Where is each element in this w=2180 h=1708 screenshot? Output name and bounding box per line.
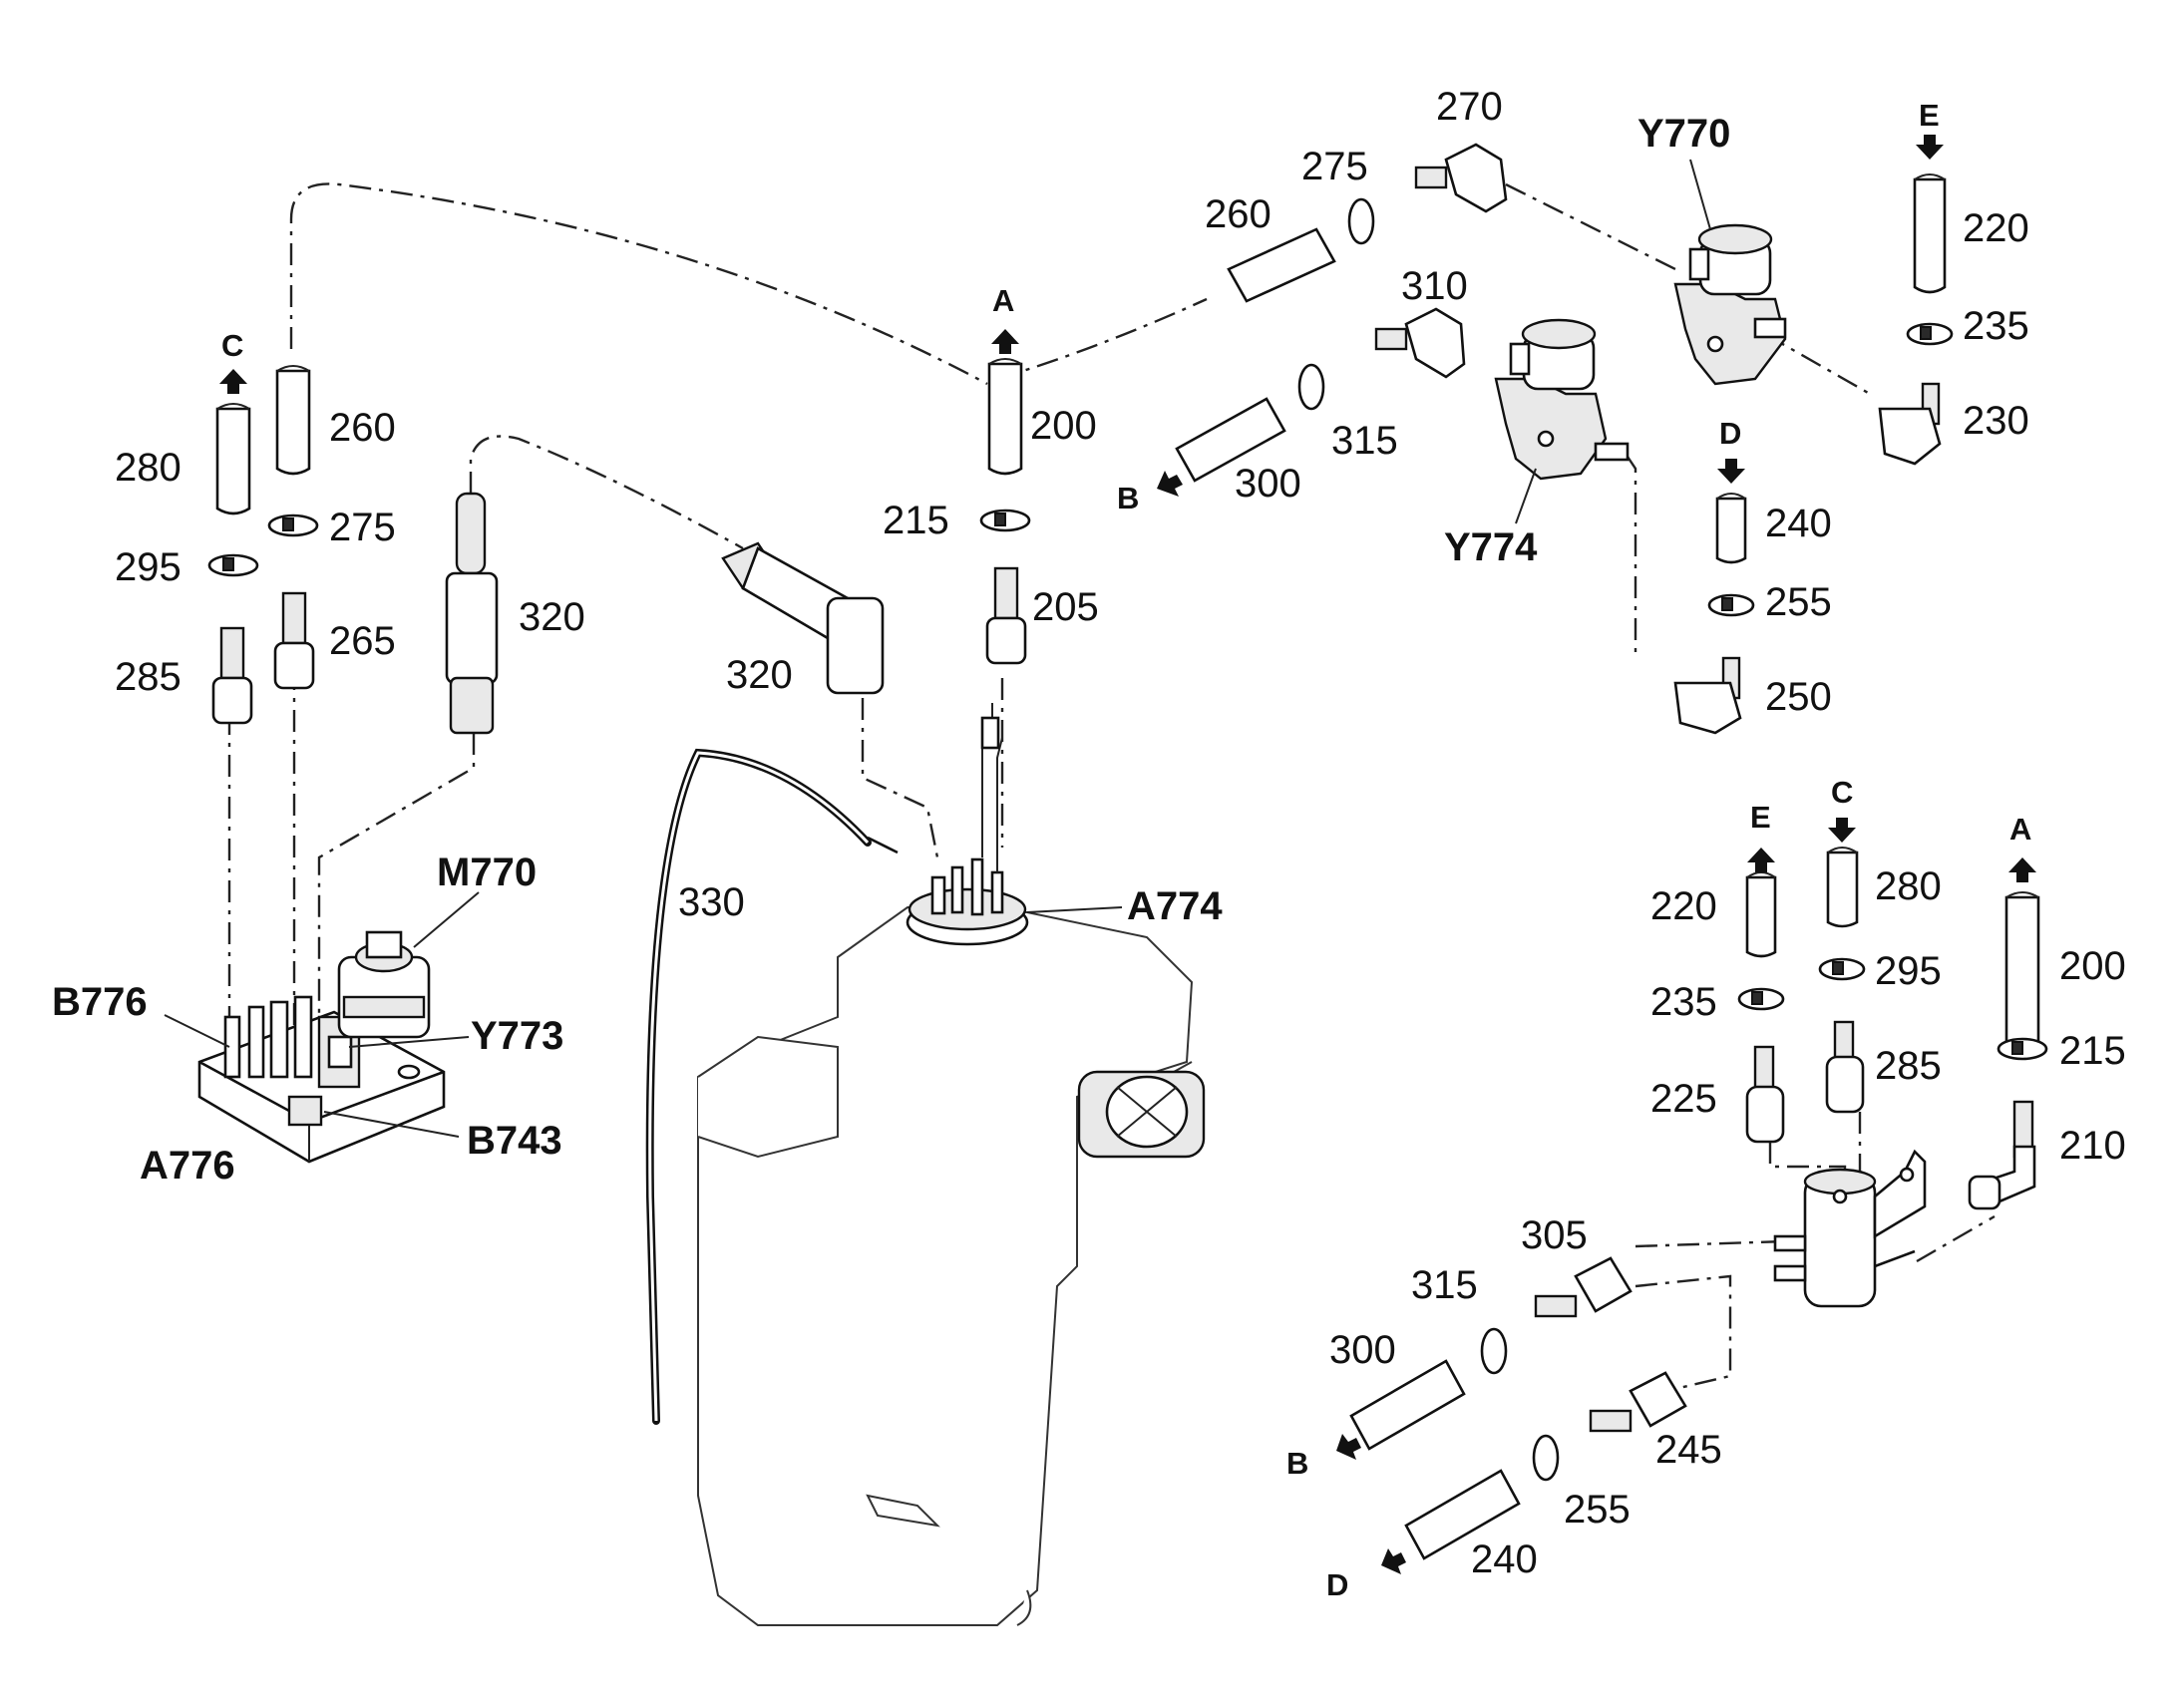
part-205: 205: [1032, 585, 1099, 629]
tank-window: [1077, 1070, 1206, 1159]
part-240-top: 240: [1765, 502, 1832, 545]
tank-cap-a774: [906, 703, 1029, 946]
part-275-left: 275: [329, 506, 396, 549]
arrow-up-a-top: [991, 329, 1019, 354]
part-220-right: 220: [1650, 884, 1717, 928]
labels: B776 A776 B743 Y773 M770 A774 Y770 Y774 …: [52, 85, 2126, 1602]
direction-arrows: [219, 135, 2036, 1574]
part-285-left: 285: [115, 655, 182, 699]
label-a774: A774: [1127, 884, 1223, 928]
distribution-block: [1773, 1149, 1927, 1308]
part-235-top: 235: [1963, 304, 2029, 348]
part-320-mid: 320: [726, 653, 793, 697]
arrow-up-c-left: [219, 369, 247, 394]
label-y774: Y774: [1444, 525, 1538, 569]
connector-c-right: C: [1831, 775, 1853, 810]
arrow-d-bottom: [1381, 1548, 1406, 1574]
connector-a-right: A: [2009, 812, 2031, 847]
connector-c-left: C: [221, 328, 243, 363]
tubes: [215, 173, 2040, 1560]
arrow-up-a-right: [2008, 857, 2036, 882]
part-330: 330: [678, 880, 745, 924]
part-315-bottom: 315: [1411, 1263, 1478, 1307]
water-tank: [697, 703, 1206, 1626]
fittings: [211, 143, 2036, 1433]
part-215-right: 215: [2059, 1029, 2126, 1073]
part-215-top: 215: [883, 499, 949, 542]
part-300-top: 300: [1235, 462, 1301, 506]
part-260-left: 260: [329, 406, 396, 450]
part-255-bottom: 255: [1564, 1488, 1631, 1532]
part-250: 250: [1765, 675, 1832, 719]
part-305: 305: [1521, 1213, 1588, 1257]
part-255-top: 255: [1765, 580, 1832, 624]
arrow-up-e-right: [1747, 848, 1775, 872]
label-y770: Y770: [1637, 112, 1730, 156]
part-285-right: 285: [1875, 1044, 1942, 1088]
part-280-right: 280: [1875, 864, 1942, 908]
pump-m770: [337, 930, 431, 1039]
part-300-bottom: 300: [1329, 1328, 1396, 1372]
part-265: 265: [329, 619, 396, 663]
part-225: 225: [1650, 1077, 1717, 1121]
leader-lines: [164, 159, 1711, 1138]
arrow-b-bottom: [1336, 1434, 1361, 1460]
solenoid-valve-y770: [1673, 223, 1787, 386]
label-a776: A776: [140, 1144, 235, 1188]
connector-d-top: D: [1719, 416, 1741, 451]
part-220-top: 220: [1963, 206, 2029, 250]
arrow-b-top: [1157, 471, 1183, 497]
part-315-top: 315: [1331, 419, 1398, 463]
arrow-down-c-right: [1828, 818, 1856, 843]
connection-lines: [227, 182, 1996, 1398]
part-310: 310: [1401, 264, 1468, 308]
part-295-left: 295: [115, 545, 182, 589]
label-y773: Y773: [471, 1014, 563, 1058]
connector-d-bottom: D: [1326, 1567, 1348, 1602]
label-b743: B743: [467, 1119, 562, 1163]
part-235-right: 235: [1650, 980, 1717, 1024]
hose-clamps: [207, 197, 2048, 1482]
label-m770: M770: [437, 851, 537, 894]
label-b776: B776: [52, 980, 148, 1024]
part-245: 245: [1655, 1428, 1722, 1472]
solenoid-valve-y774: [1494, 318, 1630, 481]
part-200-right: 200: [2059, 944, 2126, 988]
part-320-left: 320: [519, 595, 585, 639]
connector-e-right: E: [1750, 800, 1771, 835]
part-295-right: 295: [1875, 949, 1942, 993]
connector-a-top: A: [992, 283, 1014, 318]
part-280: 280: [115, 446, 182, 490]
part-200-top: 200: [1030, 404, 1097, 448]
connector-e-top: E: [1919, 98, 1940, 133]
arrow-down-e-top: [1916, 135, 1944, 160]
connector-b-top: B: [1117, 481, 1139, 515]
part-275-top: 275: [1301, 145, 1368, 188]
part-240-bottom: 240: [1471, 1537, 1538, 1581]
part-230: 230: [1963, 399, 2029, 443]
manifold-block-a776: [197, 930, 446, 1164]
arrow-down-d-top: [1717, 459, 1745, 484]
part-260-top: 260: [1205, 192, 1272, 236]
part-210: 210: [2059, 1124, 2126, 1168]
connector-b-bottom: B: [1286, 1446, 1308, 1481]
part-270: 270: [1436, 85, 1503, 129]
